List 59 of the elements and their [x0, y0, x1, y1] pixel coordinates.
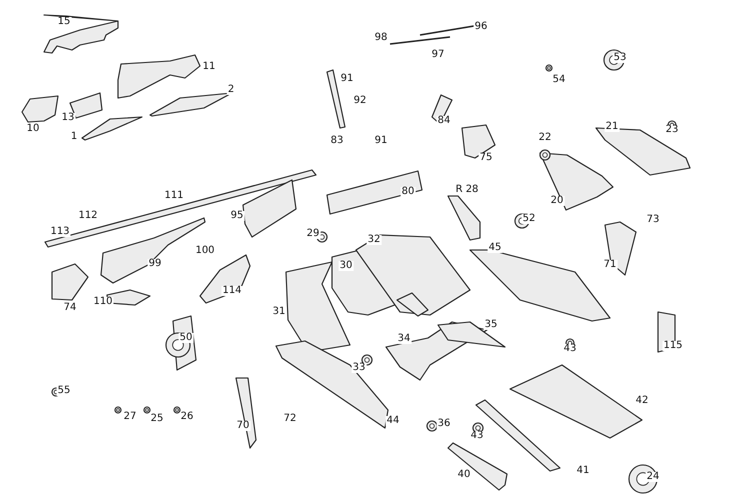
- callout-number: 99: [148, 259, 162, 269]
- callout-number: 25: [150, 414, 164, 424]
- callout-number: 84: [436, 116, 452, 126]
- callout-number: 80: [400, 187, 416, 197]
- callout-number: 32: [366, 235, 382, 245]
- callout-number: 44: [386, 416, 400, 426]
- callout-number: 10: [26, 124, 40, 134]
- callout-number: 54: [552, 75, 566, 85]
- callout-number: 110: [92, 297, 114, 307]
- callout-number: 95: [230, 211, 244, 221]
- callout-number: 26: [180, 412, 194, 422]
- callout-number: 33: [352, 363, 366, 373]
- callout-number: R 28: [454, 185, 480, 195]
- callout-number: 11: [202, 62, 216, 72]
- callout-number: 40: [456, 470, 472, 480]
- callout-number: 22: [538, 133, 552, 143]
- callout-number: 111: [163, 191, 185, 201]
- callout-number: 30: [338, 261, 354, 271]
- callout-number: 34: [396, 334, 412, 344]
- callout-number: 42: [634, 396, 650, 406]
- callout-number: 74: [62, 303, 78, 313]
- callout-number: 31: [272, 307, 286, 317]
- callout-number: 50: [178, 333, 194, 343]
- callout-number: 115: [662, 341, 684, 351]
- callout-number: 112: [77, 211, 99, 221]
- callout-number: 45: [488, 243, 502, 253]
- callout-number: 36: [436, 419, 452, 429]
- callout-number: 43: [562, 344, 578, 354]
- callout-number: 113: [49, 227, 71, 237]
- callout-number: 13: [60, 113, 76, 123]
- callout-number: 92: [352, 96, 368, 106]
- callout-number: 15: [56, 17, 72, 27]
- callout-number: 55: [56, 386, 72, 396]
- callout-number: 91: [374, 136, 388, 146]
- callout-number: 70: [236, 421, 250, 431]
- callout-number: 72: [282, 414, 298, 424]
- callout-number: 75: [478, 153, 494, 163]
- callout-number: 98: [374, 33, 388, 43]
- callout-number: 97: [430, 50, 446, 60]
- callout-number: 43: [470, 431, 484, 441]
- callout-number: 91: [340, 74, 354, 84]
- callout-number: 29: [306, 229, 320, 239]
- callout-number: 96: [474, 22, 488, 32]
- callout-number: 35: [484, 320, 498, 330]
- callout-number: 21: [604, 122, 620, 132]
- callout-number: 83: [330, 136, 344, 146]
- callout-number: 41: [576, 466, 590, 476]
- callout-number: 20: [550, 196, 564, 206]
- callout-number: 53: [612, 53, 628, 63]
- callout-number: 71: [602, 260, 618, 270]
- callout-number: 23: [664, 125, 680, 135]
- callout-number: 24: [646, 472, 660, 482]
- callout-number: 52: [522, 214, 536, 224]
- callout-number: 27: [122, 412, 138, 422]
- callout-number: 1: [70, 132, 78, 142]
- callout-number: 100: [194, 246, 216, 256]
- callout-number: 114: [221, 286, 243, 296]
- callout-number: 73: [646, 215, 660, 225]
- callout-number: 2: [226, 85, 236, 95]
